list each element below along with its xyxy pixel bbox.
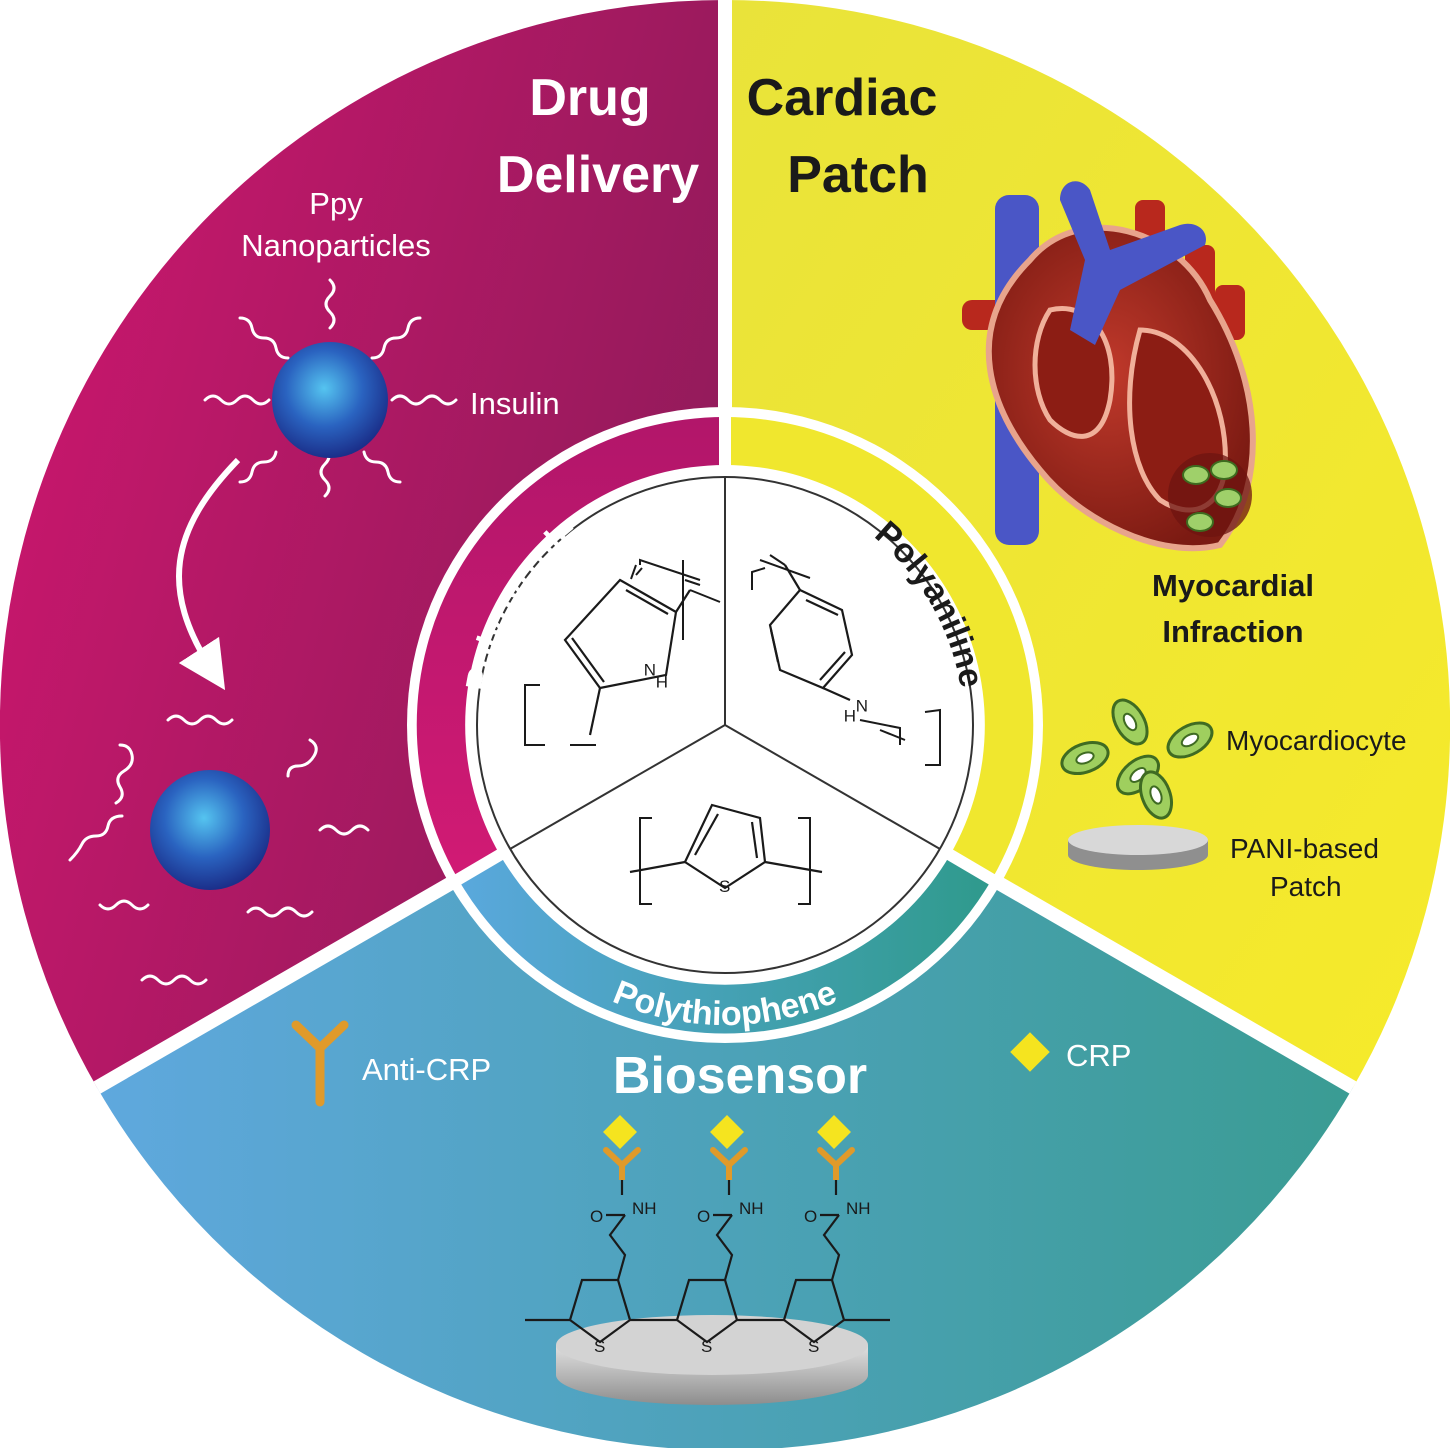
heart-illustration [962,181,1256,552]
drug-title-line2: Delivery [497,146,699,204]
pyrrole-n-label: N [644,660,656,679]
nanoparticle-released [68,714,370,986]
ppy-label-line2: Nanoparticles [241,228,431,263]
nanoparticle-loaded [203,278,458,498]
pani-patch-disk [1068,825,1208,870]
patch-label-line2: Patch [1270,871,1342,902]
side-chain-nh-2: NH [739,1199,764,1218]
side-chain-o-3: O [804,1207,817,1226]
drug-delivery-panel: Drug Delivery Ppy Nanoparticles Insulin [68,69,699,986]
infarction-label-line2: Infraction [1162,614,1303,649]
biosensor-sector [97,725,1353,1448]
backbone-s-3: S [808,1337,819,1356]
ppy-label-line1: Ppy [309,186,363,221]
side-chain-nh-3: NH [846,1199,871,1218]
side-chain-2: O NH [697,1115,764,1281]
myocardiocyte-cells [1060,698,1214,820]
cardiac-title-line2: Patch [787,146,929,204]
thiophene-s-label: S [719,877,730,896]
side-chain-nh-1: NH [632,1199,657,1218]
side-chain-1: O NH [590,1115,657,1281]
insulin-label: Insulin [470,386,560,421]
aniline-h-label: H [844,706,856,725]
polyaniline-band [725,416,1034,879]
release-arrow [176,457,241,691]
side-chain-o-1: O [590,1207,603,1226]
biosensor-polymer-backbone: S S S [525,1278,890,1356]
polythiophene-structure: S [629,803,823,905]
backbone-s-1: S [594,1337,605,1356]
pyrrole-h-label: H [656,672,668,691]
infarction-label-line1: Myocardial [1152,568,1314,603]
myocardiocyte-label: Myocardiocyte [1226,725,1407,756]
aniline-n-label: N [856,696,868,715]
polymer-ring: Polypyrrole Polyaniline Polythiophene [407,407,1043,1043]
biosensor-panel: Biosensor Anti-CRP CRP S S S [291,1020,1131,1405]
polypyrrole-structure: N H [524,558,721,746]
side-chain-3: O NH [804,1115,871,1281]
cardiac-patch-panel: Cardiac Patch Myocardial Infrac [747,69,1407,902]
anti-crp-antibody-icon [291,1020,349,1107]
anti-crp-label: Anti-CRP [362,1052,491,1087]
polypyrrole-band [416,416,725,879]
cardiac-title-line1: Cardiac [747,69,938,127]
crp-label: CRP [1066,1038,1131,1073]
patch-label-line1: PANI-based [1230,833,1379,864]
electrode-disk [556,1315,868,1405]
polythiophene-band [458,855,992,1034]
polyaniline-structure: N H [751,554,941,766]
ppy-nanoparticle-bottom [150,770,270,890]
crp-antigen-icon [1010,1032,1050,1072]
ppy-nanoparticle-top [272,342,388,458]
biosensor-title: Biosensor [613,1047,867,1105]
drug-title-line1: Drug [529,69,650,127]
side-chain-o-2: O [697,1207,710,1226]
backbone-s-2: S [701,1337,712,1356]
